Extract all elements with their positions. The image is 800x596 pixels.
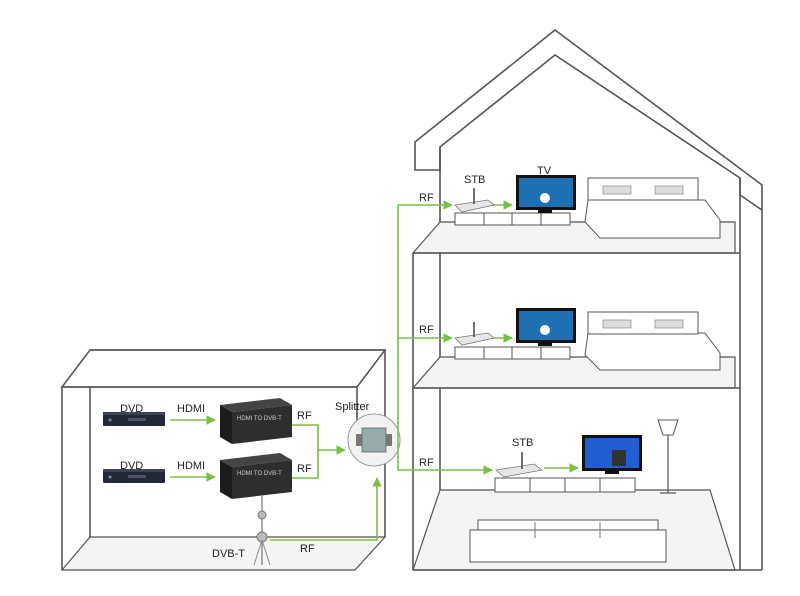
stb-top-device bbox=[454, 199, 495, 213]
stb-mid-device bbox=[454, 332, 495, 346]
label-rf-floor-mid: RF bbox=[419, 324, 434, 336]
label-tv-top: TV bbox=[537, 165, 552, 177]
label-rf-floor-bottom: RF bbox=[419, 457, 434, 469]
floor2-furniture bbox=[454, 308, 721, 371]
modulator-2-label: HDMI TO DVB-T bbox=[237, 471, 282, 477]
labels: DVD DVD HDMI HDMI RF RF Splitter DVB-T R… bbox=[120, 165, 552, 560]
floor3-furniture bbox=[469, 419, 679, 563]
modulator-2: HDMI TO DVB-T bbox=[220, 453, 292, 499]
label-dvb-t: DVB-T bbox=[212, 548, 245, 560]
splitter-device bbox=[347, 413, 401, 467]
tv-tower-icon bbox=[253, 495, 271, 566]
label-stb-bottom: STB bbox=[512, 437, 533, 449]
label-rf-antenna: RF bbox=[300, 543, 315, 555]
dvd-player-1 bbox=[103, 412, 165, 426]
label-hdmi-1: HDMI bbox=[177, 403, 205, 415]
label-rf-floor-top: RF bbox=[419, 192, 434, 204]
label-splitter: Splitter bbox=[335, 401, 370, 413]
dvd-player-2 bbox=[103, 469, 165, 483]
label-hdmi-2: HDMI bbox=[177, 460, 205, 472]
floor1-furniture bbox=[454, 175, 721, 239]
label-stb-top: STB bbox=[464, 174, 485, 186]
label-dvd-2: DVD bbox=[120, 460, 143, 472]
modulator-1: HDMI TO DVB-T bbox=[220, 398, 292, 444]
stb-bottom-device bbox=[495, 463, 543, 478]
modulator-1-label: HDMI TO DVB-T bbox=[237, 416, 282, 422]
label-dvd-1: DVD bbox=[120, 403, 143, 415]
label-rf-mod-2: RF bbox=[297, 463, 312, 475]
cables bbox=[170, 200, 579, 541]
label-rf-mod-1: RF bbox=[297, 410, 312, 422]
